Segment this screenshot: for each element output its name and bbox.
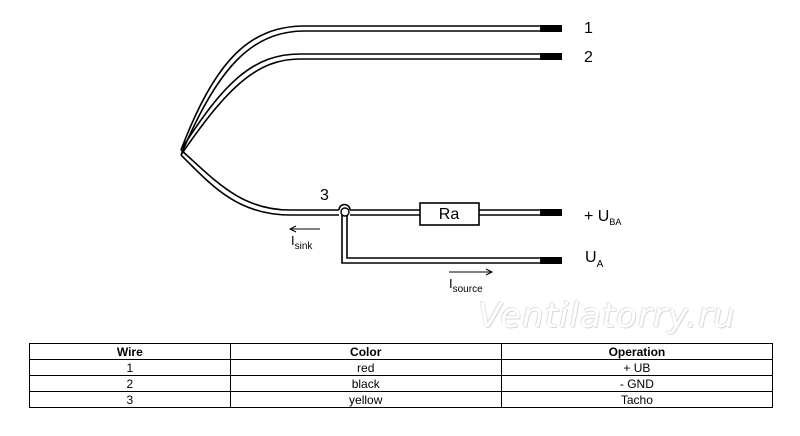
wire-3-label: 3	[320, 187, 329, 204]
wiring-diagram: Ra 1 2 3 + UBA UA Isink Isource	[180, 20, 621, 295]
junction-node	[340, 207, 350, 217]
wire-1-end	[540, 25, 562, 32]
supply-label: + UBA	[584, 208, 621, 227]
wire-2-label: 2	[584, 49, 593, 66]
cell-operation: - GND	[500, 375, 774, 392]
output-sub: A	[597, 259, 604, 270]
wire-table: Wire Color Operation 1 red + UB 2 black …	[29, 343, 774, 408]
sink-arrow	[288, 225, 320, 233]
table-row: 1 red + UB	[29, 359, 774, 376]
supply-sub: BA	[609, 217, 621, 227]
cell-operation: Tacho	[500, 391, 774, 408]
cell-wire: 2	[29, 375, 231, 392]
resistor-ra	[419, 202, 480, 226]
sink-prefix: I	[291, 233, 295, 248]
source-label: Isource	[449, 276, 483, 295]
cell-wire: 3	[29, 391, 231, 408]
table-header-row: Wire Color Operation	[29, 343, 774, 360]
source-prefix: I	[449, 276, 453, 291]
sink-label: Isink	[291, 233, 313, 252]
wire-1-label: 1	[584, 20, 593, 37]
cell-color: yellow	[229, 391, 502, 408]
header-wire: Wire	[29, 343, 231, 360]
wire-2	[180, 53, 540, 156]
cell-color: black	[229, 375, 502, 392]
output-prefix: U	[585, 249, 597, 266]
header-color: Color	[229, 343, 502, 360]
wire-3	[180, 149, 540, 264]
watermark-text: Ventilatorry.ru	[478, 296, 736, 336]
source-sub: source	[453, 284, 483, 295]
table-row: 3 yellow Tacho	[29, 391, 774, 408]
supply-prefix: + U	[584, 208, 609, 225]
output-label: UA	[585, 249, 604, 270]
resistor-label: Ra	[439, 206, 460, 223]
wire-1	[180, 25, 540, 156]
sink-sub: sink	[295, 241, 314, 252]
cell-wire: 1	[29, 359, 231, 376]
header-operation: Operation	[500, 343, 774, 360]
table-row: 2 black - GND	[29, 375, 774, 392]
cell-color: red	[229, 359, 502, 376]
wire-3-end-supply	[540, 209, 562, 216]
cell-operation: + UB	[500, 359, 774, 376]
wire-3-end-output	[540, 257, 562, 264]
wire-2-end	[540, 53, 562, 60]
source-arrow	[449, 268, 494, 276]
